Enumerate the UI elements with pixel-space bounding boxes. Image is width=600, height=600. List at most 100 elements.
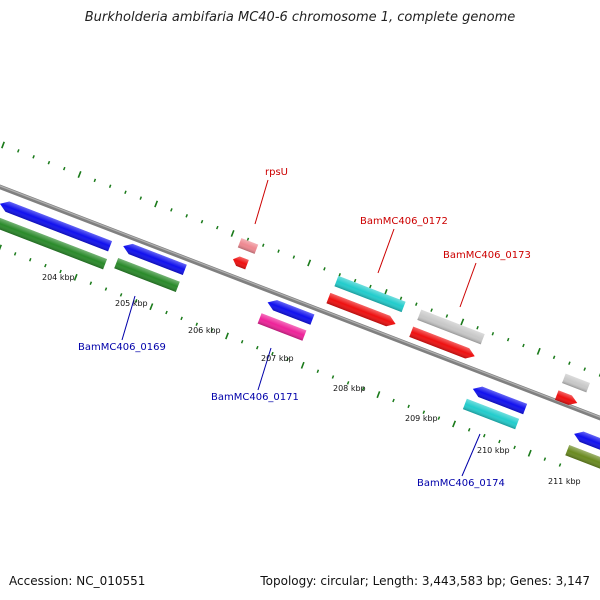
major-tick bbox=[376, 391, 381, 399]
label-leader-line bbox=[254, 179, 269, 225]
minor-tick bbox=[292, 255, 296, 259]
minor-tick bbox=[338, 273, 342, 277]
minor-tick bbox=[180, 316, 183, 321]
gene-feature-f8[interactable] bbox=[257, 313, 307, 341]
tick-label: 204 kbp bbox=[42, 273, 75, 282]
major-tick bbox=[77, 171, 82, 178]
minor-tick bbox=[17, 149, 20, 153]
minor-tick bbox=[108, 184, 112, 189]
accession-text: Accession: NC_010551 bbox=[9, 574, 146, 588]
minor-tick bbox=[316, 369, 320, 373]
feature-shading bbox=[562, 373, 590, 393]
label-leader-line bbox=[377, 228, 395, 274]
minor-tick bbox=[119, 293, 123, 297]
major-tick bbox=[300, 361, 305, 369]
gene-feature-f2[interactable] bbox=[0, 216, 108, 270]
minor-tick bbox=[13, 252, 17, 256]
backbone bbox=[0, 184, 600, 421]
backbone-line bbox=[0, 184, 600, 421]
minor-tick bbox=[483, 433, 486, 438]
minor-tick bbox=[134, 299, 138, 303]
label-leader-line bbox=[257, 347, 272, 391]
gene-feature-f7[interactable] bbox=[266, 297, 315, 325]
label-leader-line bbox=[459, 262, 477, 308]
feature-shading bbox=[0, 201, 113, 252]
minor-tick bbox=[32, 155, 35, 159]
feature-shading bbox=[114, 258, 180, 292]
minor-tick bbox=[491, 331, 495, 336]
tick-label: 205 kbp bbox=[115, 299, 148, 308]
minor-tick bbox=[261, 243, 265, 247]
minor-tick bbox=[240, 340, 244, 344]
minor-tick bbox=[467, 428, 471, 432]
major-tick bbox=[307, 259, 312, 267]
backbone-highlight bbox=[0, 185, 600, 418]
gene-label[interactable]: BamMC406_0169 bbox=[78, 342, 166, 353]
minor-tick bbox=[522, 343, 525, 348]
gene-feature-f6[interactable] bbox=[231, 255, 249, 270]
minor-tick bbox=[552, 355, 556, 360]
major-tick bbox=[460, 318, 465, 326]
minor-tick bbox=[407, 404, 410, 409]
tick-label: 211 kbp bbox=[548, 477, 581, 486]
minor-tick bbox=[139, 196, 143, 200]
tick-label: 209 kbp bbox=[405, 414, 438, 423]
minor-tick bbox=[498, 439, 501, 444]
minor-tick bbox=[399, 296, 403, 301]
major-tick bbox=[154, 200, 159, 208]
gene-feature-f15[interactable] bbox=[562, 373, 590, 393]
minor-tick bbox=[513, 445, 516, 450]
gene-label[interactable]: BamMC406_0173 bbox=[443, 250, 531, 261]
gene-feature-f12[interactable] bbox=[409, 326, 476, 362]
minor-tick bbox=[361, 387, 365, 391]
minor-tick bbox=[583, 367, 586, 371]
gene-label[interactable]: BamMC406_0174 bbox=[417, 478, 505, 489]
minor-tick bbox=[369, 284, 372, 289]
gene-feature-f14[interactable] bbox=[462, 398, 520, 430]
minor-tick bbox=[104, 287, 108, 291]
gene-feature-f10[interactable] bbox=[326, 292, 397, 329]
feature-shading bbox=[554, 390, 578, 405]
minor-tick bbox=[323, 267, 326, 271]
gene-feature-f5[interactable] bbox=[237, 238, 259, 254]
minor-tick bbox=[422, 410, 426, 414]
gene-feature-f11[interactable] bbox=[417, 309, 485, 345]
feature-track bbox=[0, 199, 600, 469]
minor-tick bbox=[430, 308, 433, 312]
minor-tick bbox=[62, 166, 66, 171]
minor-tick bbox=[210, 328, 214, 332]
gene-feature-f17[interactable] bbox=[572, 429, 600, 452]
minor-tick bbox=[124, 190, 127, 194]
gene-label[interactable]: BamMC406_0172 bbox=[360, 216, 448, 227]
gene-feature-f16[interactable] bbox=[554, 390, 579, 407]
minor-tick bbox=[271, 351, 274, 356]
minor-tick bbox=[59, 269, 62, 274]
feature-shading bbox=[123, 243, 187, 275]
minor-tick bbox=[286, 357, 289, 362]
tick-label: 210 kbp bbox=[477, 446, 510, 455]
gene-feature-f13[interactable] bbox=[471, 384, 528, 415]
minor-tick bbox=[185, 214, 188, 218]
tick-label: 207 kbp bbox=[261, 354, 294, 363]
gene-label[interactable]: BamMC406_0171 bbox=[211, 392, 299, 403]
gene-feature-f4[interactable] bbox=[114, 258, 180, 292]
minor-tick bbox=[506, 337, 510, 342]
feature-shading bbox=[0, 216, 108, 270]
minor-tick bbox=[277, 249, 280, 253]
gene-label[interactable]: rpsU bbox=[265, 167, 288, 178]
major-tick bbox=[225, 332, 229, 340]
gene-feature-f9[interactable] bbox=[334, 275, 406, 313]
tick-label: 206 kbp bbox=[188, 326, 221, 335]
genome-stats-text: Topology: circular; Length: 3,443,583 bp… bbox=[260, 574, 590, 588]
minor-tick bbox=[200, 219, 204, 224]
minor-tick bbox=[568, 361, 571, 365]
minor-tick bbox=[346, 381, 350, 385]
gene-feature-f3[interactable] bbox=[121, 241, 187, 275]
feature-shading bbox=[334, 275, 406, 313]
gene-feature-f1[interactable] bbox=[0, 199, 113, 252]
feature-shading bbox=[565, 445, 600, 469]
feature-shading bbox=[472, 386, 528, 415]
gene-feature-f18[interactable] bbox=[565, 445, 600, 469]
